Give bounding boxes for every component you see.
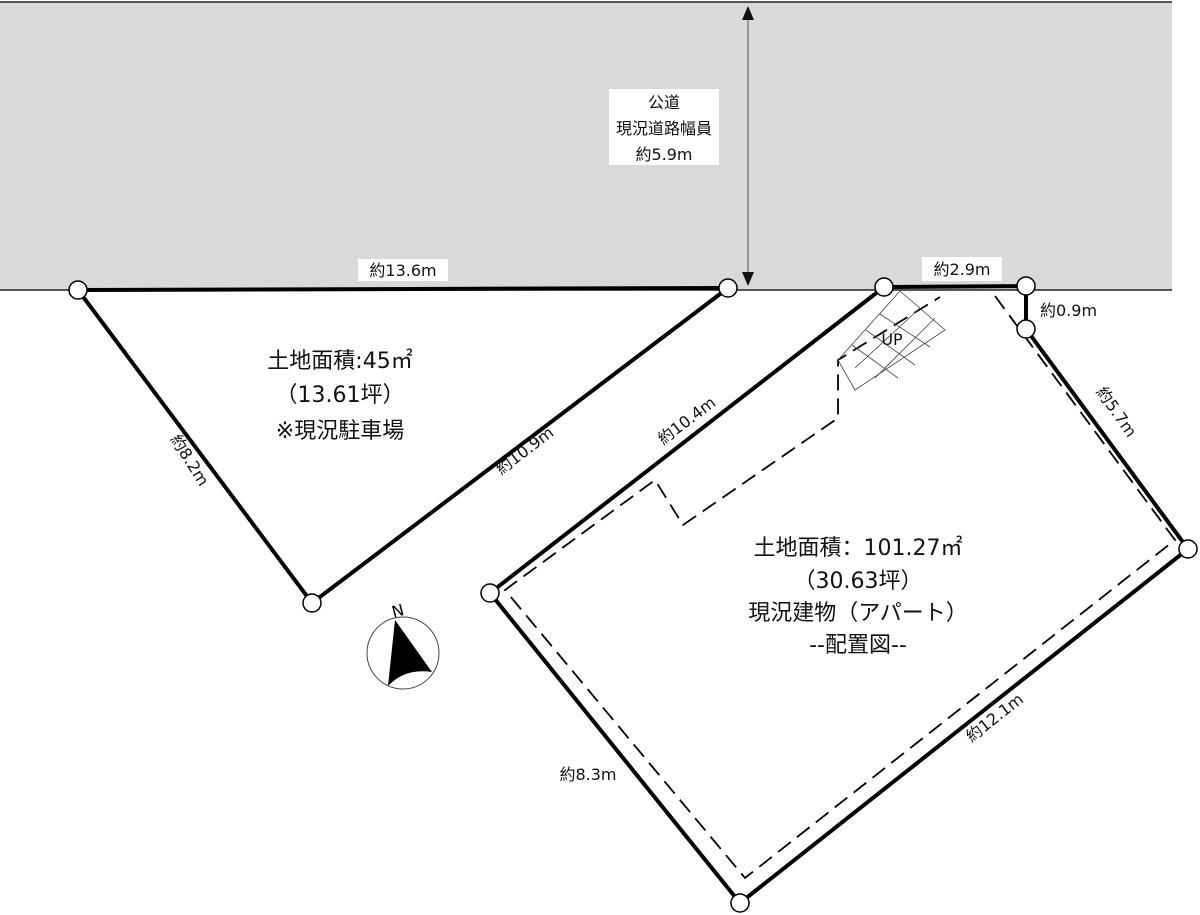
north-label: N <box>390 600 406 621</box>
right-lot-building: 現況建物（アパート） <box>748 601 968 626</box>
left-lot-boundary <box>74 285 734 606</box>
stairs-up-label: UP <box>881 330 903 349</box>
dim-right-step: 約0.9m <box>1040 301 1097 320</box>
right-lot-area: 土地面積：101.27㎡ <box>754 535 963 561</box>
dim-right-top: 約2.9m <box>933 260 990 279</box>
road-label-1: 公道 <box>648 93 680 112</box>
corner-markers <box>68 276 1198 913</box>
building-outline <box>503 295 1177 880</box>
dim-left-right: 約10.9m <box>492 423 557 479</box>
left-lot-note: ※現況駐車場 <box>276 419 404 444</box>
stairs <box>837 290 946 391</box>
left-lot-tsubo: （13.61坪） <box>276 383 405 408</box>
road-label-box <box>609 89 719 165</box>
dim-left-top: 約13.6m <box>369 261 436 280</box>
right-lot-boundary <box>487 283 1191 906</box>
road-label-3: 約5.9m <box>635 145 692 164</box>
road-label-2: 現況道路幅員 <box>616 119 712 138</box>
public-road <box>0 2 1172 290</box>
road-width-dimension <box>742 6 754 286</box>
right-lot-tsubo: （30.63坪） <box>794 569 923 594</box>
north-arrow-icon: N <box>366 600 440 690</box>
right-lot-layout: --配置図-- <box>809 633 907 658</box>
left-lot-area: 土地面積:45㎡ <box>267 348 412 374</box>
dim-right-sw: 約8.3m <box>559 765 616 784</box>
